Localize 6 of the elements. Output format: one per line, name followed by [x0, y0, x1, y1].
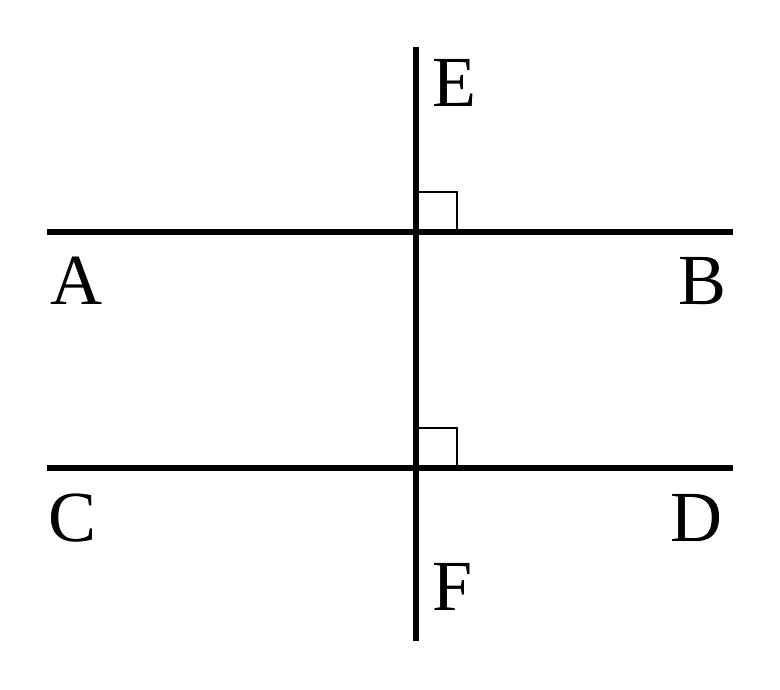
- point-label: F: [432, 550, 472, 622]
- point-label: C: [48, 481, 96, 553]
- point-label: E: [432, 46, 476, 118]
- point-label: B: [678, 244, 726, 316]
- point-label: A: [50, 244, 102, 316]
- point-label: D: [670, 481, 722, 553]
